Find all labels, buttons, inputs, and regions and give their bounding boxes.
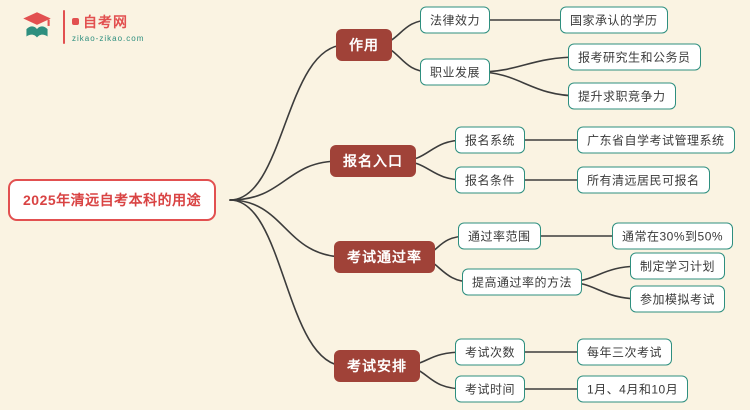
logo-domain-text: zikao-zikao.com [72,33,145,43]
logo-dot-icon [72,18,79,25]
leaf-node-study-plan: 制定学习计划 [630,252,726,280]
site-logo: 自考网 zikao-zikao.com [18,8,144,46]
leaf-node-three-times-yearly: 每年三次考试 [577,338,673,366]
leaf-node-postgrad-civil-service: 报考研究生和公务员 [568,43,701,71]
branch-node-uses: 作用 [336,29,392,61]
logo-title-text: 自考网 [83,13,128,30]
leaf-node-30-to-50-percent: 通常在30%到50% [612,222,734,250]
leaf-node-state-recognized: 国家承认的学历 [560,6,668,34]
leaf-node-mock-exams: 参加模拟考试 [630,285,726,313]
sub-node-registration-system: 报名系统 [455,126,526,154]
branch-node-registration-entry: 报名入口 [330,145,416,177]
root-node: 2025年清远自考本科的用途 [8,179,217,221]
sub-node-improve-pass-rate: 提高通过率的方法 [462,268,583,296]
leaf-node-all-residents: 所有清远居民可报名 [577,166,710,194]
branch-node-exam-schedule: 考试安排 [334,350,420,382]
leaf-node-guangdong-system: 广东省自学考试管理系统 [577,126,735,154]
logo-title: 自考网 [72,12,144,32]
sub-node-registration-conditions: 报名条件 [455,166,526,194]
leaf-node-job-competitiveness: 提升求职竞争力 [568,82,676,110]
sub-node-pass-rate-range: 通过率范围 [458,222,541,250]
leaf-node-jan-apr-oct: 1月、4月和10月 [577,375,689,403]
logo-icon [23,12,51,38]
logo-divider [63,10,65,44]
sub-node-legal-effect: 法律效力 [420,6,491,34]
sub-node-exam-frequency: 考试次数 [455,338,526,366]
sub-node-career-development: 职业发展 [420,58,491,86]
branch-node-pass-rate: 考试通过率 [334,241,435,273]
sub-node-exam-dates: 考试时间 [455,375,526,403]
